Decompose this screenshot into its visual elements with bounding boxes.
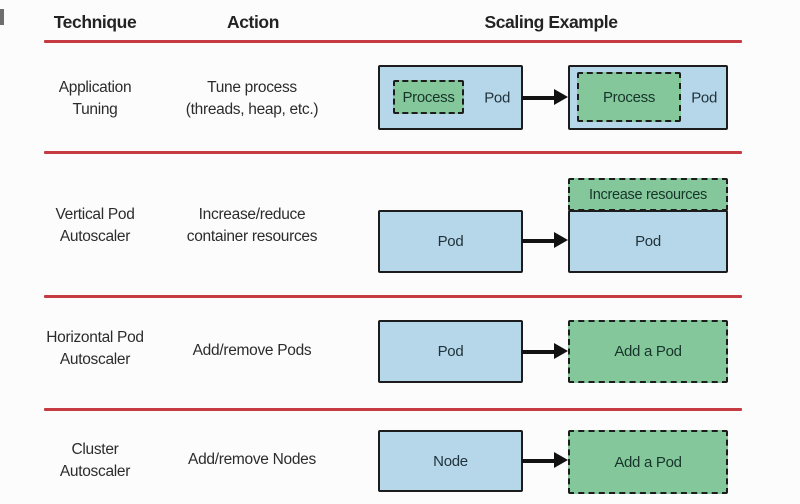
column-header-technique: Technique [53, 12, 137, 32]
column-header-action: Action [226, 12, 280, 32]
transition-arrow-icon [522, 343, 568, 360]
arrow-shaft [522, 458, 555, 463]
add-a-pod-label: Add a Pod [614, 343, 682, 360]
action-label-add-remove-pods: Add/remove Pods [192, 342, 312, 359]
separator-line [44, 151, 742, 154]
action-label-increase-reduce-resources: Increase/reduce container resources [186, 206, 318, 245]
process-box-small: Process [393, 80, 464, 114]
arrow-head [554, 343, 568, 359]
add-a-pod-box: Add a Pod [568, 430, 728, 494]
transition-arrow-icon [522, 452, 568, 469]
technique-label-horizontal-pod-autoscaler: Horizontal Pod Autoscaler [46, 329, 144, 368]
pod-box-before: Process Pod [378, 65, 523, 130]
pod-box-before: Pod [378, 210, 523, 273]
pod-label: Pod [635, 233, 661, 250]
column-header-scaling-example: Scaling Example [484, 12, 618, 32]
screen-edge-artifact [0, 9, 4, 25]
arrow-head [554, 89, 568, 105]
transition-arrow-icon [522, 89, 568, 106]
process-label: Process [402, 88, 455, 106]
pod-label: Pod [437, 343, 464, 360]
pod-label: Pod [484, 89, 510, 106]
pod-label: Pod [437, 233, 464, 250]
node-label: Node [433, 452, 468, 470]
pod-label: Pod [691, 89, 717, 106]
transition-arrow-icon [522, 232, 568, 249]
pod-box-after: Process Pod [568, 65, 728, 130]
increase-resources-banner: Increase resources [568, 178, 728, 211]
process-box-large: Process [577, 72, 681, 122]
separator-line [44, 408, 742, 411]
add-a-pod-box: Add a Pod [568, 320, 728, 383]
add-a-pod-label: Add a Pod [614, 453, 682, 471]
separator-line [44, 40, 742, 43]
action-label-tune-process: Tune process (threads, heap, etc.) [185, 79, 319, 118]
arrow-head [554, 452, 568, 468]
arrow-head [554, 232, 568, 248]
arrow-shaft [522, 238, 555, 243]
technique-label-application-tuning: Application Tuning [58, 79, 132, 118]
separator-line [44, 295, 742, 298]
process-label: Process [602, 88, 656, 106]
action-label-add-remove-nodes: Add/remove Nodes [188, 451, 316, 468]
arrow-shaft [522, 95, 555, 100]
pod-box-before: Pod [378, 320, 523, 383]
technique-label-cluster-autoscaler: Cluster Autoscaler [59, 441, 131, 480]
arrow-shaft [522, 349, 555, 354]
increase-resources-label: Increase resources [589, 186, 707, 203]
node-box-before: Node [378, 430, 523, 492]
technique-label-vertical-pod-autoscaler: Vertical Pod Autoscaler [55, 206, 135, 245]
pod-box-after: Pod [568, 210, 728, 273]
